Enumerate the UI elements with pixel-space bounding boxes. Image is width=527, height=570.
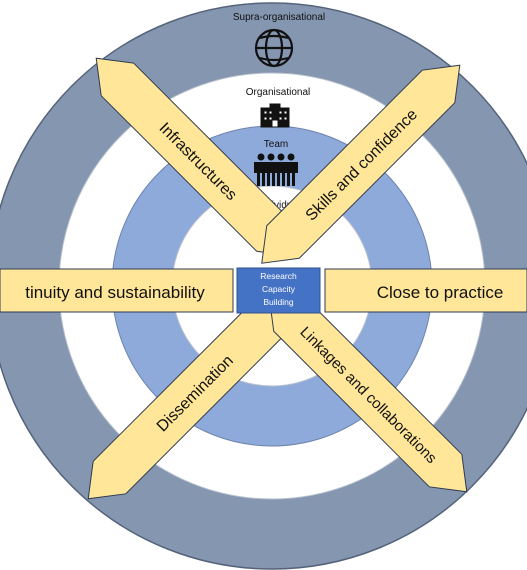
center-label-line3: Building — [263, 297, 294, 307]
ring-label-supra-organisational: Supra-organisational — [233, 12, 325, 23]
center-box: Research Capacity Building — [236, 267, 321, 314]
center-label-line1: Research — [260, 271, 297, 281]
globe-icon — [254, 28, 294, 68]
ring-label-team: Team — [264, 139, 288, 150]
building-icon — [260, 103, 290, 128]
bar-continuity-sustainability: tinuity and sustainability — [0, 268, 234, 313]
bar-label-close-to-practice: Close to practice — [377, 283, 504, 302]
team-icon — [254, 153, 298, 186]
ring-label-organisational: Organisational — [246, 87, 310, 98]
center-label-line2: Capacity — [262, 284, 296, 294]
bar-close-to-practice: Close to practice — [324, 268, 527, 313]
bar-label-continuity-sustainability: tinuity and sustainability — [25, 283, 205, 302]
ring-label-individual: Individual — [258, 200, 300, 211]
